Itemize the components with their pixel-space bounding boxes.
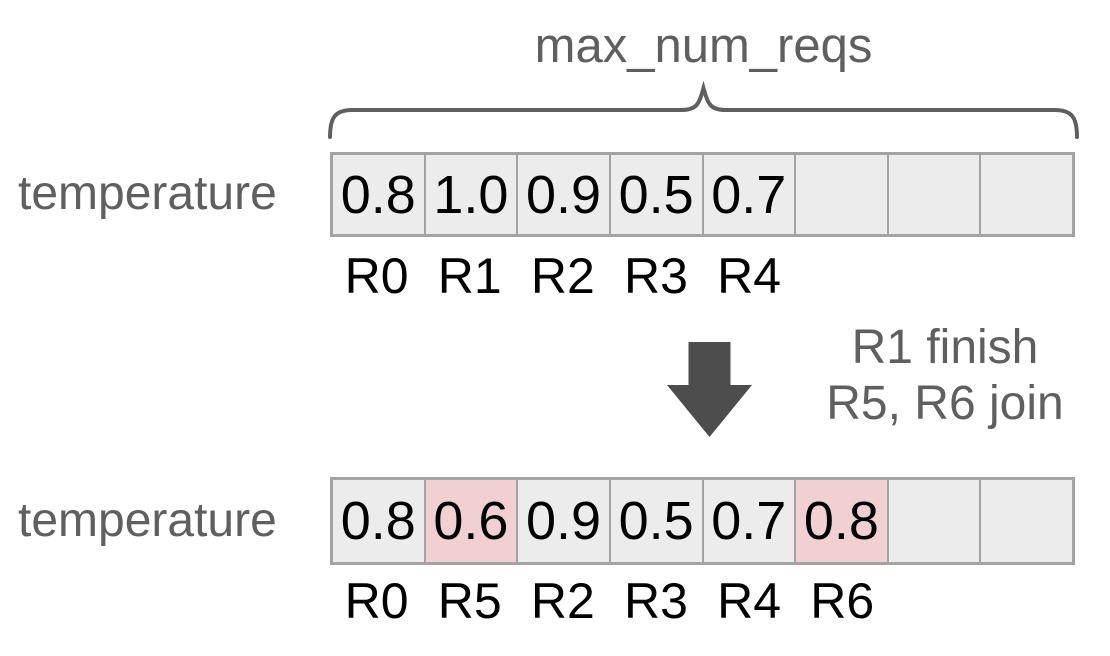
array-cell: 0.8 <box>333 480 424 562</box>
array-cell: 0.7 <box>703 480 795 562</box>
request-id-label: R4 <box>717 573 782 629</box>
array-cell: 0.8 <box>333 155 424 234</box>
transition-annotation: R1 finish R5, R6 join <box>800 320 1090 432</box>
array-cell <box>796 155 887 234</box>
request-id-label: R4 <box>717 248 782 304</box>
request-id-label: R0 <box>344 248 409 304</box>
request-id-label: R2 <box>530 573 595 629</box>
request-id-label: R3 <box>623 248 688 304</box>
array-cell <box>888 155 980 234</box>
request-id-label: R6 <box>810 573 875 629</box>
temperature-label-bottom: temperature <box>18 494 277 547</box>
array-cell: 1.0 <box>425 155 517 234</box>
curly-brace <box>328 80 1079 139</box>
array-cell: 0.9 <box>518 155 609 234</box>
array-cell: 0.5 <box>610 480 702 562</box>
transition-line-1: R1 finish <box>851 321 1039 374</box>
request-labels-top: R0 R1 R2 R3 R4 <box>330 250 1075 302</box>
array-cell: 0.6 <box>425 480 517 562</box>
array-cell <box>888 480 980 562</box>
down-arrow-icon <box>667 342 752 437</box>
request-labels-bottom: R0 R5 R2 R3 R4 R6 <box>330 575 1075 627</box>
array-cell <box>981 480 1072 562</box>
transition-line-2: R5, R6 join <box>826 377 1064 430</box>
request-id-label: R0 <box>344 573 409 629</box>
request-id-label: R2 <box>530 248 595 304</box>
max-num-reqs-label: max_num_reqs <box>534 19 873 73</box>
array-cell <box>981 155 1072 234</box>
array-cell: 0.7 <box>703 155 795 234</box>
array-cell: 0.5 <box>610 155 702 234</box>
request-id-label: R1 <box>437 248 502 304</box>
temperature-label-top: temperature <box>18 167 277 220</box>
array-cell: 0.9 <box>518 480 609 562</box>
array-cell: 0.8 <box>796 480 887 562</box>
request-id-label: R3 <box>623 573 688 629</box>
request-id-label: R5 <box>437 573 502 629</box>
